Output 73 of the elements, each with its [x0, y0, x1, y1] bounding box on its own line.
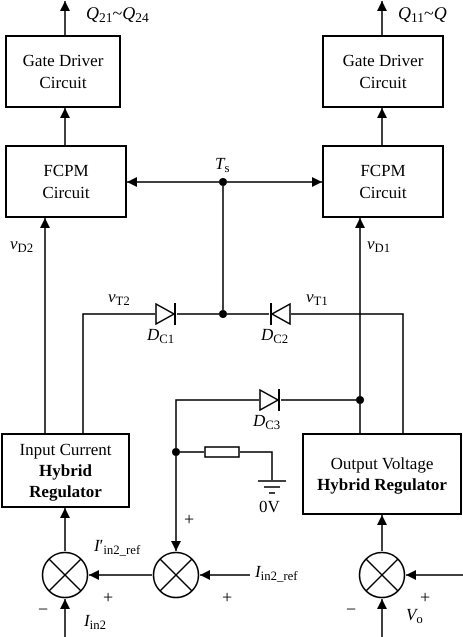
signal-label: I$_{in2_ref}$: [255, 563, 298, 580]
arrow: [355, 218, 365, 396]
wire: [175, 399, 259, 448]
arrow: [377, 599, 387, 637]
summing-junction: [41, 551, 89, 599]
output-signal-label: Q$_{21}$~Q$_{24}$: [86, 4, 149, 22]
junction-dot: [356, 396, 364, 404]
block-box: [322, 35, 444, 108]
component-label: D$_{C2}$: [261, 326, 288, 343]
summing-junction: [152, 551, 200, 599]
arrow: [227, 177, 322, 187]
arrow: [89, 570, 152, 580]
signal-label: V$_{o}$: [406, 606, 423, 623]
signal-label: v$_{T1}$: [306, 288, 328, 305]
box-label: Output Voltage: [330, 452, 434, 474]
wire: [180, 451, 204, 453]
arrow: [127, 177, 219, 187]
component-label: T$_{s}$: [215, 155, 230, 172]
ground-symbol: [258, 480, 286, 496]
signal-label: I$_{in2}$: [84, 612, 106, 629]
junction-dot: [172, 448, 180, 456]
wire: [240, 451, 273, 480]
arrow: [406, 570, 463, 580]
sign-label: +: [103, 588, 114, 606]
arrow: [377, 108, 387, 145]
wire: [359, 404, 361, 433]
signal-label: v$_{D2}$: [10, 235, 34, 252]
arrow: [377, 515, 387, 551]
arrow: [60, 108, 70, 145]
box-label: FCPM Circuit: [41, 160, 91, 203]
output-signal-label: Q$_{11}$~Q: [398, 4, 447, 22]
component-label: D$_{C3}$: [253, 412, 280, 429]
wire: [227, 313, 269, 315]
summing-junction: [358, 551, 406, 599]
arrow: [200, 570, 250, 580]
wire: [82, 313, 155, 433]
component-label: 0V: [259, 498, 280, 515]
signal-label: I′$_{in2_ref}$: [94, 537, 140, 554]
wire: [281, 399, 356, 401]
signal-label: v$_{D1}$: [367, 235, 390, 252]
box-label: Gate Driver Circuit: [22, 50, 104, 93]
wire: [222, 186, 224, 310]
resistor-symbol: [204, 446, 240, 458]
sign-label: +: [222, 588, 232, 606]
box-label: FCPM Circuit: [358, 160, 408, 203]
wire: [177, 313, 219, 315]
arrow: [40, 218, 50, 433]
sign-label: −: [38, 600, 48, 618]
sign-label: −: [346, 600, 356, 618]
arrow: [60, 508, 70, 551]
sign-label: +: [420, 588, 430, 606]
sign-label: +: [184, 510, 194, 528]
diode-symbol: [155, 303, 177, 325]
box-label: Input Current: [19, 438, 112, 460]
block-box: [1, 433, 130, 508]
box-subtitle: Hybrid Regulator: [317, 474, 447, 496]
diode-symbol: [259, 389, 281, 411]
arrow: [60, 1, 70, 35]
block-box: [5, 145, 127, 218]
box-subtitle: Hybrid Regulator: [28, 460, 103, 502]
arrow: [377, 1, 387, 35]
block-box: [322, 145, 444, 218]
junction-dot: [219, 310, 227, 318]
signal-label: v$_{T2}$: [108, 288, 130, 305]
block-box: [302, 433, 462, 515]
diode-symbol: [269, 303, 291, 325]
arrow: [171, 456, 181, 551]
wire: [291, 313, 404, 433]
block-box: [5, 35, 121, 108]
box-label: Gate Driver Circuit: [342, 50, 424, 93]
junction-dot: [219, 178, 227, 186]
component-label: D$_{C1}$: [147, 326, 174, 343]
arrow: [60, 599, 70, 637]
